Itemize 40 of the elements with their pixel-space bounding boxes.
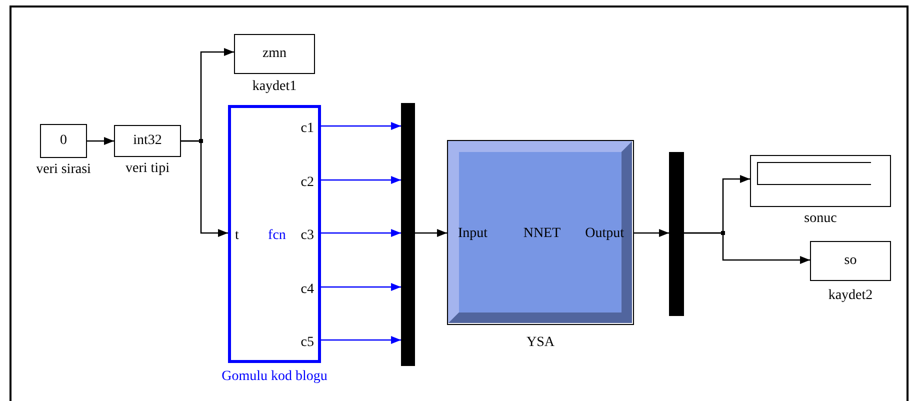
block-caption: kaydet2 bbox=[828, 288, 873, 304]
port-label: Output bbox=[585, 226, 624, 242]
block-caption: YSA bbox=[526, 335, 554, 351]
block-value: so bbox=[844, 253, 857, 269]
arrow bbox=[415, 229, 447, 237]
display-block bbox=[750, 155, 891, 207]
port-label: c5 bbox=[300, 335, 314, 351]
function-block bbox=[228, 105, 321, 363]
block-label: NNET bbox=[523, 226, 561, 242]
mux-bar bbox=[401, 103, 415, 366]
arrow bbox=[321, 229, 401, 237]
port-label: c1 bbox=[300, 121, 314, 137]
arrow bbox=[181, 140, 228, 237]
arrow bbox=[684, 232, 810, 264]
arrow bbox=[321, 176, 401, 184]
arrow bbox=[321, 336, 401, 344]
neural-network-block bbox=[447, 140, 634, 325]
arrow bbox=[634, 229, 669, 237]
block-value: int32 bbox=[133, 133, 162, 149]
workspace-block bbox=[810, 241, 891, 281]
function-name: fcn bbox=[268, 228, 286, 244]
workspace-block bbox=[234, 34, 315, 74]
port-label: c3 bbox=[300, 228, 314, 244]
block-value: zmn bbox=[262, 46, 287, 62]
port-label: c4 bbox=[300, 282, 314, 298]
block-caption: veri sirasi bbox=[36, 162, 91, 178]
block-caption: kaydet1 bbox=[252, 79, 297, 95]
arrow bbox=[321, 283, 401, 291]
port-label: Input bbox=[458, 226, 488, 242]
conversion-block bbox=[114, 125, 181, 157]
port-label: c2 bbox=[300, 175, 314, 191]
constant-block bbox=[40, 124, 87, 158]
block-caption: veri tipi bbox=[126, 161, 170, 177]
arrow bbox=[87, 137, 114, 145]
demux-bar bbox=[669, 152, 684, 316]
port-label: t bbox=[235, 228, 239, 244]
arrow bbox=[321, 122, 401, 130]
block-caption: Gomulu kod blogu bbox=[222, 369, 328, 385]
block-caption: sonuc bbox=[804, 211, 837, 227]
block-value: 0 bbox=[60, 133, 67, 149]
